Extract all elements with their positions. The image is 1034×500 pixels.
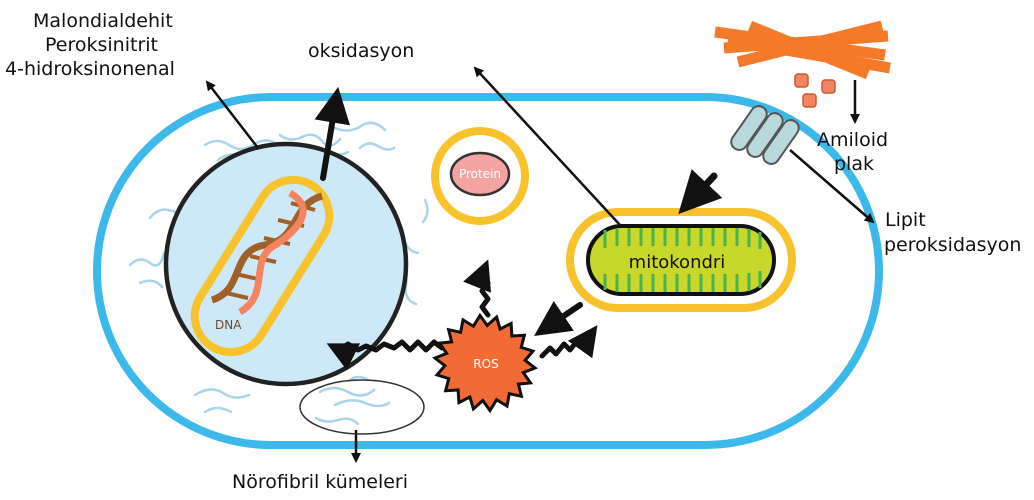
lipid-peroxidation-label: Lipit peroksidasyon [884, 209, 1021, 256]
amyloid-label-line1: Amiloid [817, 129, 888, 151]
toxic-products-label: Malondialdehit Peroksinitrit 4-hidroksin… [5, 10, 179, 80]
amyloid-label-line2: plak [834, 153, 874, 175]
lipid-label-line1: Lipit [885, 209, 926, 231]
protein-label: Protein [459, 167, 501, 181]
lipid-label-line2: peroksidasyon [884, 234, 1021, 256]
neurofibril-clusters-label: Nörofibril kümeleri [232, 471, 408, 493]
ros-label: ROS [473, 357, 498, 371]
mitochondria-label: mitokondri [629, 252, 726, 273]
amyloid-fibril-icon [715, 26, 890, 74]
hydroxynonenal-label: 4-hidroksinonenal [5, 58, 175, 80]
peroxynitrite-label: Peroksinitrit [45, 34, 158, 56]
malondialdehyde-label: Malondialdehit [33, 10, 173, 32]
amyloid-particles-icon [795, 74, 835, 107]
oxidation-label: oksidasyon [308, 40, 414, 62]
dna-label: DNA [215, 318, 242, 332]
